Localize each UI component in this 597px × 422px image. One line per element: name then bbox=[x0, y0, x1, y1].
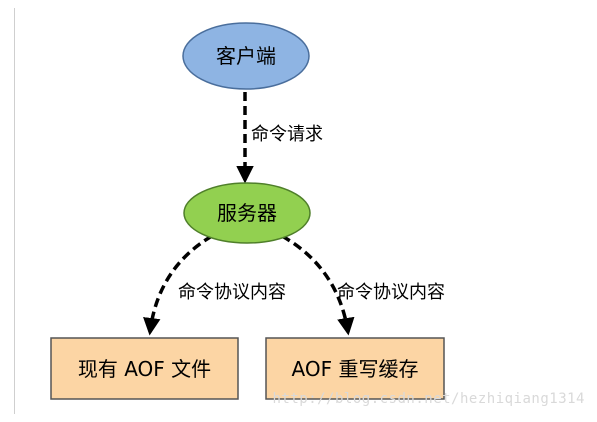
node-client: 客户端 bbox=[182, 22, 310, 90]
node-aof-file: 现有 AOF 文件 bbox=[50, 337, 239, 400]
client-ellipse bbox=[182, 22, 310, 90]
edge-label-protocol-content-left: 命令协议内容 bbox=[178, 282, 286, 303]
left-border-line bbox=[14, 8, 15, 414]
edge-server-to-aof-buffer bbox=[281, 234, 355, 336]
aof-buffer-label: AOF 重写缓存 bbox=[292, 357, 419, 381]
edge-server-to-aof-file bbox=[143, 234, 213, 336]
server-ellipse bbox=[183, 182, 311, 244]
aof-file-label: 现有 AOF 文件 bbox=[78, 357, 211, 381]
client-label: 客户端 bbox=[216, 44, 276, 68]
edge-label-command-request: 命令请求 bbox=[251, 124, 323, 145]
node-server: 服务器 bbox=[183, 182, 311, 244]
edge-label-protocol-content-right: 命令协议内容 bbox=[337, 282, 445, 303]
node-aof-buffer: AOF 重写缓存 bbox=[265, 337, 445, 400]
server-label: 服务器 bbox=[217, 201, 277, 225]
aof-file-box bbox=[50, 337, 239, 400]
aof-buffer-box bbox=[265, 337, 445, 400]
watermark-text: http://blog.csdn.net/hezhiqiang1314 bbox=[272, 391, 585, 407]
